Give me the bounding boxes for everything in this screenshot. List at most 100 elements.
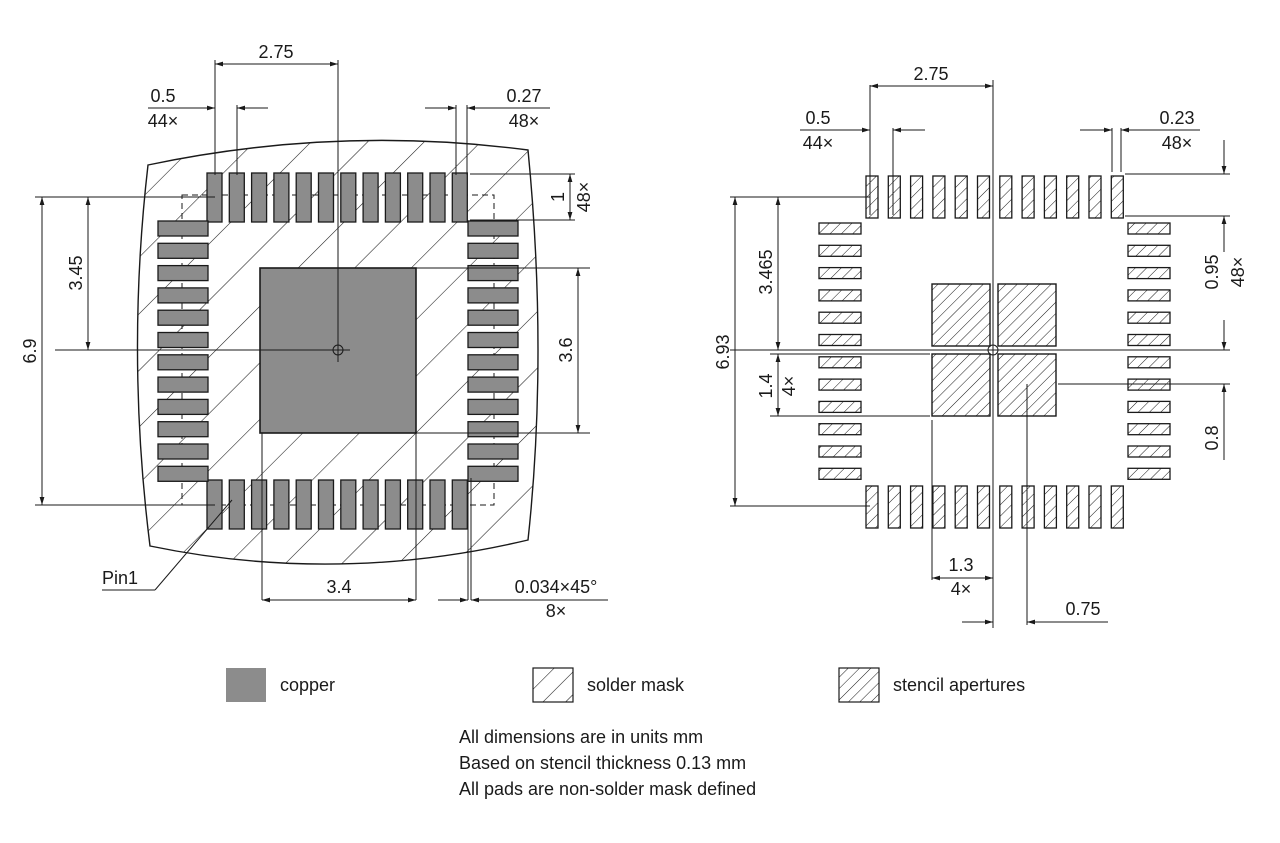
pad-bottom [451,479,468,530]
pad-left [157,331,209,349]
st-dim-center-h: 1.4 [756,373,776,398]
aperture-left [818,244,862,257]
aperture-left [818,266,862,280]
legend-stencil-swatch [838,667,880,703]
st-dim-center-w-count: 4× [951,579,972,599]
pad-bottom [250,479,268,530]
pad-bottom [317,479,335,530]
aperture-left [818,311,862,324]
aperture-left [818,356,862,369]
st-dim-half-span: 3.465 [756,249,776,294]
pad-bottom [362,479,379,530]
stencil-apertures [818,175,1171,529]
pad-left [157,354,209,371]
st-dim-aperture-count: 48× [1162,133,1193,153]
stencil-extension-lines [730,85,1230,625]
st-dim-aperture-length: 0.95 [1202,254,1222,289]
pad-bottom [340,479,357,530]
pad-right [467,220,519,237]
extension-lines [35,60,590,600]
pad-left [157,287,209,304]
aperture-left [818,378,862,391]
aperture-bottom [1110,485,1124,529]
pad-left [157,443,209,460]
aperture-bottom [887,485,901,529]
pad-right [467,242,519,259]
st-dim-pitch: 0.5 [805,108,830,128]
aperture-bottom [1088,485,1102,529]
stencil-center-mark [730,80,1230,628]
st-dim-pitch-span: 2.75 [913,64,948,84]
aperture-left [818,445,862,458]
aperture-top [954,175,968,219]
dim-pad-count: 48× [509,111,540,131]
pad-left [157,376,209,393]
pad-bottom [228,479,245,530]
dim-copper-w: 3.4 [326,577,351,597]
aperture-right [1127,445,1171,458]
aperture-left [818,400,862,414]
legend: copper solder mask stencil apertures [226,667,1025,703]
dim-half-span: 3.45 [66,255,86,290]
aperture-bottom [976,485,991,529]
aperture-right [1127,222,1171,235]
pad-top [250,172,268,223]
aperture-right [1127,467,1171,480]
pad-right [467,287,519,304]
dim-copper-h: 3.6 [556,337,576,362]
aperture-top [887,175,901,219]
pad-bottom [429,479,446,530]
pad-right [467,331,519,349]
pad-right [467,376,519,393]
pad-left [157,398,209,416]
pad-left [157,309,209,326]
dim-total-span: 6.9 [20,338,40,363]
st-dim-aperture-length-count: 48× [1228,257,1248,288]
dim-chamfer: 0.034×45° [515,577,598,597]
aperture-right [1127,356,1171,369]
stencil-view: 2.75 0.5 44× 0.23 48× 0.95 48× 6.93 3.46… [713,64,1248,628]
pad-top [273,172,290,223]
dim-pad-length-count: 48× [574,182,594,213]
aperture-top [976,175,991,219]
pad-top [451,172,468,223]
aperture-left [818,467,862,480]
legend-stencil-label: stencil apertures [893,675,1025,695]
aperture-top [1088,175,1102,219]
st-dim-center-gap: 0.8 [1202,425,1222,450]
aperture-right [1127,244,1171,257]
dim-pitch-span: 2.75 [258,42,293,62]
aperture-bottom [999,485,1013,529]
aperture-right [1127,333,1171,347]
aperture-right [1127,266,1171,280]
pad-bottom [273,479,290,530]
pad-left [157,264,209,282]
center-mark [55,60,350,362]
aperture-top [932,175,946,219]
pad-right [467,398,519,416]
pin1-label: Pin1 [102,568,138,588]
note-units: All dimensions are in units mm [459,727,704,747]
pad-right [467,421,519,438]
copper-pads [157,172,519,530]
pad-top [295,172,312,223]
aperture-left [818,423,862,436]
land-pattern-view: 2.75 0.5 44× 0.27 48× 1 48× 6.9 3.45 3.6… [20,42,608,621]
aperture-bottom [1066,485,1080,529]
legend-solder-mask-label: solder mask [587,675,685,695]
aperture-top [909,175,924,219]
aperture-right [1127,311,1171,324]
pad-left [157,242,209,259]
legend-copper-swatch [226,668,266,702]
dim-pad-width: 0.27 [506,86,541,106]
aperture-top [999,175,1013,219]
note-pads: All pads are non-solder mask defined [459,779,757,799]
pad-left [157,421,209,438]
aperture-bottom [954,485,968,529]
st-dim-pitch-count: 44× [803,133,834,153]
pad-top [362,172,379,223]
st-dim-total-span: 6.93 [713,334,733,369]
legend-solder-mask-swatch [532,667,574,703]
aperture-left [818,222,862,235]
pad-bottom [295,479,312,530]
